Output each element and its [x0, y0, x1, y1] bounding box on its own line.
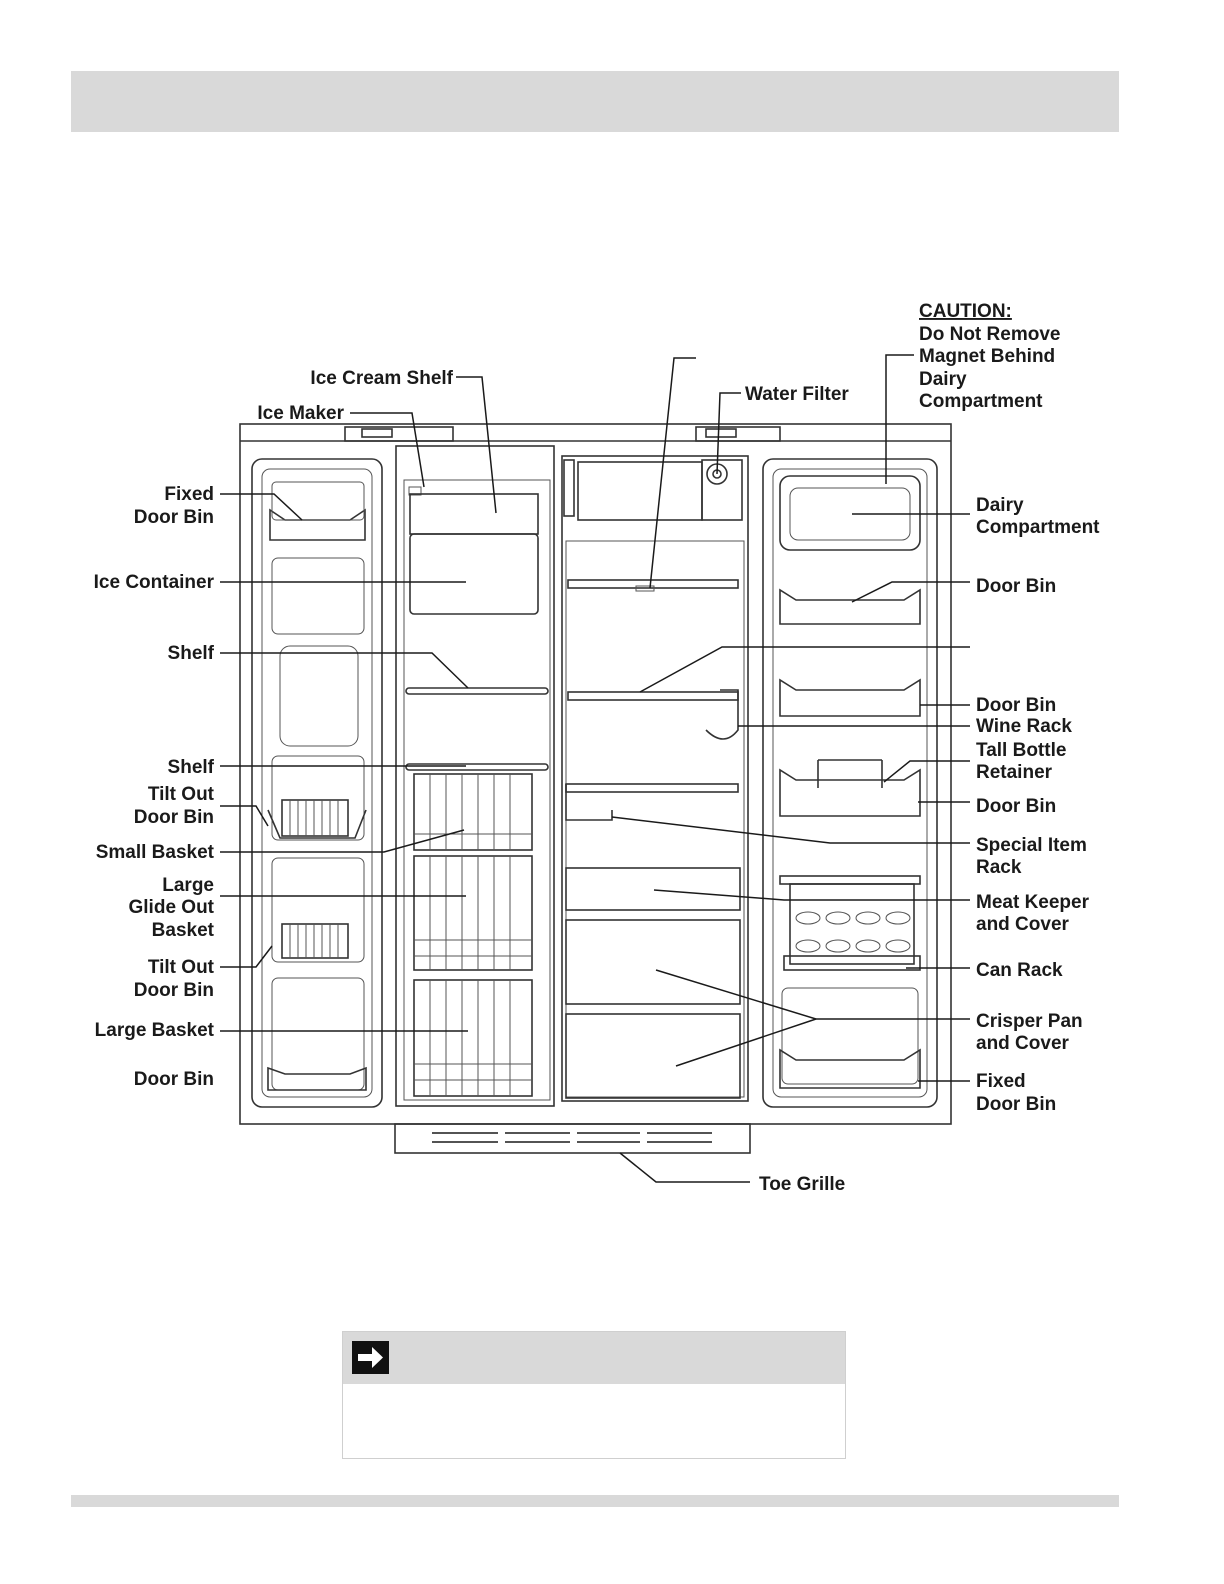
label-large-basket: Large Basket — [95, 1020, 215, 1041]
label-toe-grille: Toe Grille — [759, 1174, 845, 1195]
label-shelf-2: Shelf — [168, 757, 215, 778]
label-dairy-compartment-1: Dairy — [976, 495, 1024, 516]
label-large-glide-2: Glide Out — [129, 897, 215, 918]
labels: Ice Cream Shelf Ice Maker Fixed Door Bin… — [94, 301, 1101, 1195]
label-fixed-door-bin-right-2: Door Bin — [976, 1094, 1056, 1115]
note-box — [342, 1331, 846, 1459]
label-crisper-pan-1: Crisper Pan — [976, 1011, 1083, 1032]
label-ice-cream-shelf: Ice Cream Shelf — [310, 368, 453, 389]
label-tilt-out-door-bin-1a: Tilt Out — [148, 784, 215, 805]
label-shelf-1: Shelf — [168, 643, 215, 664]
label-crisper-pan-2: and Cover — [976, 1033, 1070, 1054]
label-large-glide-1: Large — [162, 875, 214, 896]
label-caution-heading: CAUTION: — [919, 301, 1012, 322]
label-special-item-1: Special Item — [976, 835, 1087, 856]
label-door-bin-1: Door Bin — [976, 576, 1056, 597]
label-fixed-door-bin-left-1: Fixed — [164, 484, 214, 505]
label-water-filter: Water Filter — [745, 384, 849, 405]
label-small-basket: Small Basket — [96, 842, 215, 863]
label-meat-keeper-2: and Cover — [976, 914, 1070, 935]
label-tall-bottle-2: Retainer — [976, 762, 1053, 783]
label-fixed-door-bin-left-2: Door Bin — [134, 507, 214, 528]
label-door-bin-left: Door Bin — [134, 1069, 214, 1090]
label-tall-bottle-1: Tall Bottle — [976, 740, 1066, 761]
label-tilt-out-door-bin-2a: Tilt Out — [148, 957, 215, 978]
label-door-bin-2: Door Bin — [976, 695, 1056, 716]
footer-band — [71, 1495, 1119, 1507]
fresh-food-interior — [563, 459, 743, 1099]
note-header — [343, 1332, 845, 1384]
label-wine-rack: Wine Rack — [976, 716, 1072, 737]
label-ice-container: Ice Container — [94, 572, 215, 593]
label-special-item-2: Rack — [976, 857, 1022, 878]
header-band — [71, 71, 1119, 132]
label-large-glide-3: Basket — [152, 920, 215, 941]
leader-lines — [220, 354, 970, 1183]
arrow-right-icon — [352, 1341, 389, 1374]
label-dairy-compartment-2: Compartment — [976, 517, 1100, 538]
label-caution-line-3: Dairy — [919, 369, 967, 390]
label-door-bin-3: Door Bin — [976, 796, 1056, 817]
label-tilt-out-door-bin-1b: Door Bin — [134, 807, 214, 828]
label-can-rack: Can Rack — [976, 960, 1063, 981]
label-caution-line-4: Compartment — [919, 391, 1043, 412]
label-meat-keeper-1: Meat Keeper — [976, 892, 1090, 913]
label-fixed-door-bin-right-1: Fixed — [976, 1071, 1026, 1092]
label-caution-line-2: Magnet Behind — [919, 346, 1055, 367]
freezer-interior — [405, 486, 549, 1097]
left-door-bins — [267, 481, 367, 1091]
right-door-bins — [779, 475, 921, 1089]
label-tilt-out-door-bin-2b: Door Bin — [134, 980, 214, 1001]
label-caution-line-1: Do Not Remove — [919, 324, 1060, 345]
label-ice-maker: Ice Maker — [257, 403, 344, 424]
refrigerator-outline — [239, 423, 952, 1154]
